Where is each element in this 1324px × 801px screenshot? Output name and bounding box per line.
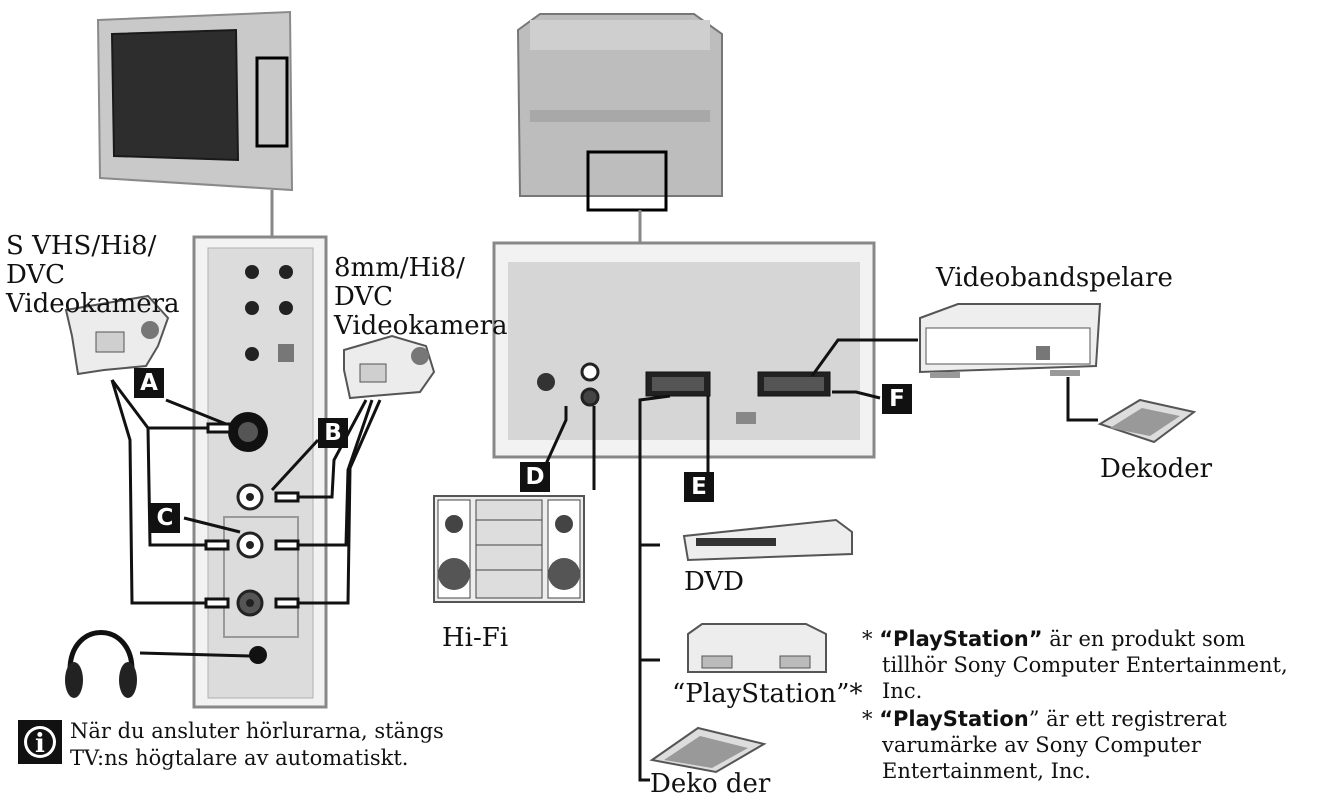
tv-front (96, 10, 294, 236)
badge-d: D (520, 462, 550, 492)
info-note: När du ansluter hörlurarna, stängs TV:ns… (70, 719, 444, 770)
label-dvd: DVD (684, 567, 745, 597)
svg-text:i: i (35, 729, 45, 759)
playstation-console (687, 623, 827, 673)
dvd-player (682, 518, 853, 562)
decoder-right (1097, 398, 1197, 444)
badge-e: E (684, 472, 714, 502)
footnote-2: * “PlayStation” är ett registrerat varum… (862, 707, 1227, 783)
label-camera-left: S VHS/Hi8/ DVC Videokamera (6, 231, 180, 319)
cables-left (110, 379, 382, 609)
cables-right (544, 338, 1098, 782)
label-decoder-bottom: Deko der (650, 769, 771, 799)
label-hifi: Hi-Fi (442, 623, 509, 653)
badge-f: F (882, 384, 912, 414)
decoder-bottom (649, 726, 767, 774)
badge-b: B (318, 418, 348, 448)
label-decoder-right: Dekoder (1100, 454, 1213, 484)
side-panel (192, 235, 328, 709)
badge-connectors (165, 398, 320, 534)
badge-c: C (150, 503, 180, 533)
hifi-system (433, 495, 585, 603)
footnote-1: * “PlayStation” är en produkt som tillhö… (862, 627, 1288, 703)
rear-panel (492, 241, 876, 459)
tv-rear (516, 13, 723, 242)
label-vcr: Videobandspelare (936, 263, 1173, 293)
label-camera-right: 8mm/Hi8/ DVC Videokamera (334, 253, 508, 341)
camcorder-right (343, 334, 436, 400)
headphones (65, 630, 251, 698)
info-icon: i (18, 720, 62, 764)
camcorder-left (64, 294, 170, 376)
badge-a: A (134, 368, 164, 398)
label-playstation: “PlayStation”* (672, 679, 863, 709)
vcr (919, 303, 1102, 378)
